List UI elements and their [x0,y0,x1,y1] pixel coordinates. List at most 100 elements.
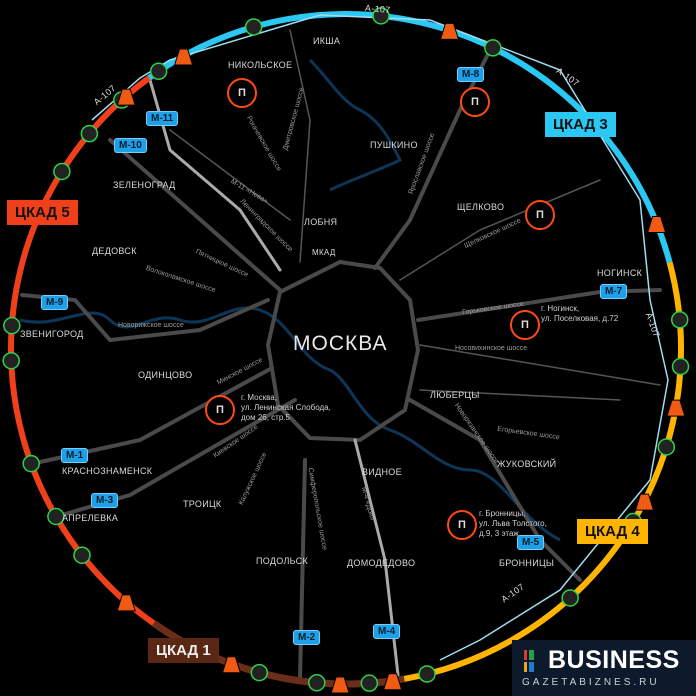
badge-m10: М-10 [114,138,147,153]
badge-m7: М-7 [600,284,628,299]
address-line: г. Бронницы, [479,509,526,518]
city-noginsk: НОГИНСК [597,268,643,278]
city-vidnoe: ВИДНОЕ [362,467,402,477]
office-icon-bronnitsy[interactable]: П [447,510,477,540]
ckad4-label: ЦКАД 4 [577,519,648,544]
city-troitsk: ТРОИЦК [183,499,222,509]
office-icon-nikolskoe[interactable]: П [227,78,257,108]
city-zelenograd: ЗЕЛЕНОГРАД [113,180,176,190]
toll-point-icon [439,22,460,40]
toll-point-icon [116,88,136,106]
toll-point-icon [116,594,136,612]
address-line: дом 26, стр.5 [241,413,290,422]
city-shchelkovo: ЩЕЛКОВО [457,202,505,212]
interchange-icon [418,665,436,683]
interchange-icon [80,124,99,143]
ckad1-label: ЦКАД 1 [148,638,219,663]
city-pushkino: ПУШКИНО [370,140,418,150]
ckad-section-2 [147,11,673,264]
interchange-icon [484,39,502,57]
city-ikshа: ИКША [313,36,341,46]
address-line: ул. Ленинская Слобода, [241,403,331,412]
toll-point-icon [221,656,242,674]
city-odintsovo: ОДИНЦОВО [138,370,193,380]
address-line: ул. Поселковая, д.72 [541,314,619,323]
road-m2 [298,458,307,682]
mkad-label: МКАД [312,248,336,257]
address-noginsk: г. Ногинск, ул. Поселковая, д.72 [541,304,618,324]
logo-title: BUSINESS [548,646,680,674]
road-m11 [148,78,282,272]
interchange-icon [22,454,40,473]
road-label-novorizhskoe: Новорижское шоссе [118,322,184,329]
logo-squares-icon [524,650,534,672]
address-line: г. Ногинск, [541,304,580,313]
interchange-icon [73,546,91,564]
toll-point-icon [173,48,194,66]
city-krasnoznamensk: КРАСНОЗНАМЕНСК [62,466,153,476]
office-icon-m8[interactable]: П [460,87,490,117]
toll-point-icon [646,216,667,234]
badge-m4: М-4 [373,624,401,639]
moscow-label: МОСКВА [293,332,388,355]
city-dedovsk: ДЕДОВСК [92,246,137,256]
road-m5 [408,398,582,582]
address-bronnitsy: г. Бронницы, ул. Льва Толстого, д.9, 3 э… [479,509,547,539]
office-icon-shchelkovo[interactable]: П [525,200,555,230]
road-minor [169,29,661,401]
interchange-icon [671,357,690,376]
badge-m3: М-3 [91,493,119,508]
ckad5-label: ЦКАД 5 [7,200,78,225]
address-moscow: г. Москва, ул. Ленинская Слобода, дом 26… [241,393,331,423]
interchange-icon [244,18,263,36]
a107-road [91,14,669,661]
address-line: ул. Льва Толстого, [479,519,547,528]
badge-m8: М-8 [457,67,485,82]
badge-m11: М-11 [146,111,179,126]
klyazma-river [308,58,403,192]
city-nikolskoe: НИКОЛЬСКОЕ [228,60,293,70]
city-bronnitsy: БРОННИЦЫ [499,558,555,568]
toll-point-icon [634,493,655,511]
interchange-icon [3,316,21,335]
city-zhukovsky: ЖУКОВСКИЙ [497,459,557,469]
interchange-icon [2,351,20,370]
interchange-icon [657,438,676,456]
business-logo: BUSINESS GAZETABIZNES.RU [512,640,696,696]
road-label-nosovikhinskoe: Носовихинское шоссе [455,345,528,352]
moskva-river [19,306,561,542]
city-aprelevka: АПРЕЛЕВКА [62,513,119,523]
badge-m1: М-1 [61,448,89,463]
interchange-icon [561,589,579,607]
interchange-icon [308,673,326,692]
road-m3 [60,398,297,517]
city-zvenigorod: ЗВЕНИГОРОД [20,329,84,339]
office-icon-moscow[interactable]: П [205,395,235,425]
city-podolsk: ПОДОЛЬСК [256,556,309,566]
office-icon-noginsk[interactable]: П [510,310,540,340]
address-line: д.9, 3 этаж [479,529,519,538]
toll-point-icon [382,673,403,691]
toll-point-icon [330,676,350,694]
badge-m5: М-5 [517,535,545,550]
mkad-ring [265,259,421,443]
toll-point-icon [666,399,686,417]
city-lyubertsy: ЛЮБЕРЦЫ [430,390,480,400]
ckad-section-3 [403,261,684,682]
interchange-icon [250,663,269,682]
road-m10 [108,138,282,292]
interchange-icon [47,507,65,526]
a107-label: А-107 [364,2,391,16]
address-line: г. Москва, [241,393,277,402]
badge-m2: М-2 [293,630,321,645]
interchange-icon [53,162,71,181]
ckad3-label: ЦКАД 3 [545,112,616,137]
interchange-icon [149,62,168,81]
city-domodedovo: ДОМОДЕДОВО [347,558,416,568]
interchange-icon [670,311,689,329]
badge-m9: М-9 [41,295,69,310]
interchange-icon [372,7,390,25]
logo-subtitle: GAZETABIZNES.RU [522,677,660,688]
interchange-icon [360,674,379,692]
